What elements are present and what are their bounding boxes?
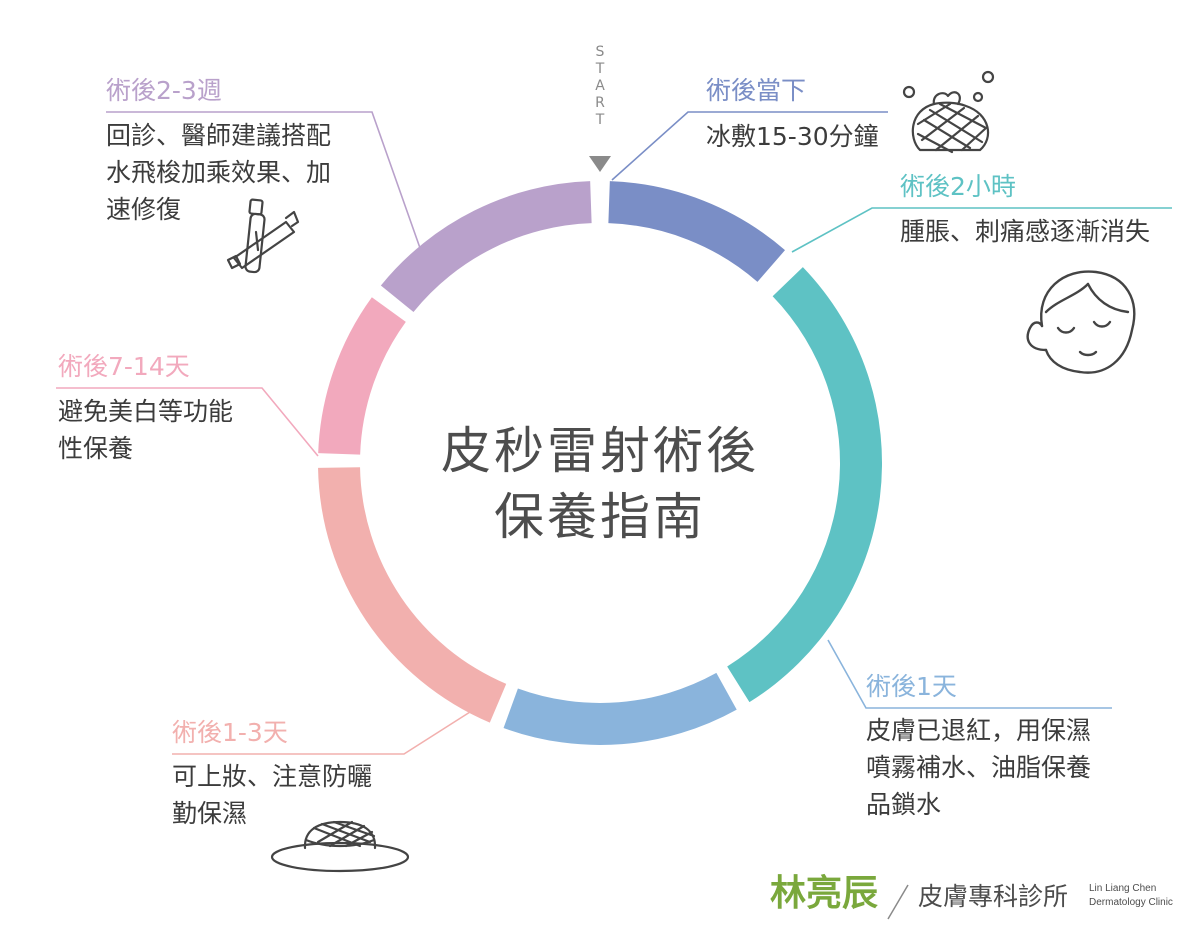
- leader-line-7-14-days: [56, 387, 319, 457]
- stage-label-1-3-days: 術後1-3天: [172, 718, 288, 747]
- stage-description-immediate: 冰敷15-30分鐘: [706, 122, 879, 151]
- ring-segment-2-hours: [727, 267, 882, 703]
- start-arrow-icon: [589, 156, 611, 172]
- ice-pack-icon: [902, 70, 995, 154]
- leader-line-1-3-days: [172, 711, 471, 755]
- stage-label-1-day: 術後1天: [866, 672, 957, 701]
- hydrafacial-wand-icon: [226, 198, 300, 274]
- ring-segment-1-3-days: [318, 467, 507, 723]
- leader-line-2-3-weeks: [106, 111, 421, 249]
- stage-description-1-3-days: 可上妝、注意防曬 勤保濕: [172, 762, 373, 828]
- leader-lines: [56, 111, 1172, 755]
- stage-description-1-day: 皮膚已退紅，用保濕 噴霧補水、油脂保養 品鎖水: [866, 716, 1092, 819]
- ring-segment-2-3-weeks: [380, 181, 592, 312]
- stage-label-2-3-weeks: 術後2-3週: [106, 76, 222, 105]
- stage-description-2-3-weeks: 回診、醫師建議搭配 水飛梭加乘效果、加 速修復: [106, 121, 332, 224]
- stage-description-2-hours: 腫脹、刺痛感逐漸消失: [900, 217, 1151, 246]
- sun-hat-icon: [270, 820, 410, 873]
- stage-label-7-14-days: 術後7-14天: [58, 352, 190, 381]
- stage-description-7-14-days: 避免美白等功能 性保養: [58, 397, 234, 463]
- brand-divider: [887, 884, 909, 920]
- leader-line-1-day: [827, 639, 1112, 709]
- leader-line-immediate: [611, 111, 888, 181]
- brand-english-name: Lin Liang Chen Dermatology Clinic: [1089, 883, 1173, 908]
- ring-segment-immediate: [608, 181, 786, 282]
- ring-segment-1-day: [503, 672, 737, 745]
- timeline-ring: [318, 181, 882, 745]
- brand-department: 皮膚專科診所: [918, 882, 1069, 911]
- diagram-title: 皮秒雷射術後 保養指南: [441, 422, 759, 546]
- leader-line-2-hours: [791, 207, 1172, 253]
- face-icon: [1026, 270, 1136, 374]
- stage-label-immediate: 術後當下: [706, 76, 807, 105]
- stage-label-2-hours: 術後2小時: [900, 172, 1016, 201]
- brand-name: 林亮辰: [770, 873, 879, 914]
- ring-segment-7-14-days: [318, 297, 406, 455]
